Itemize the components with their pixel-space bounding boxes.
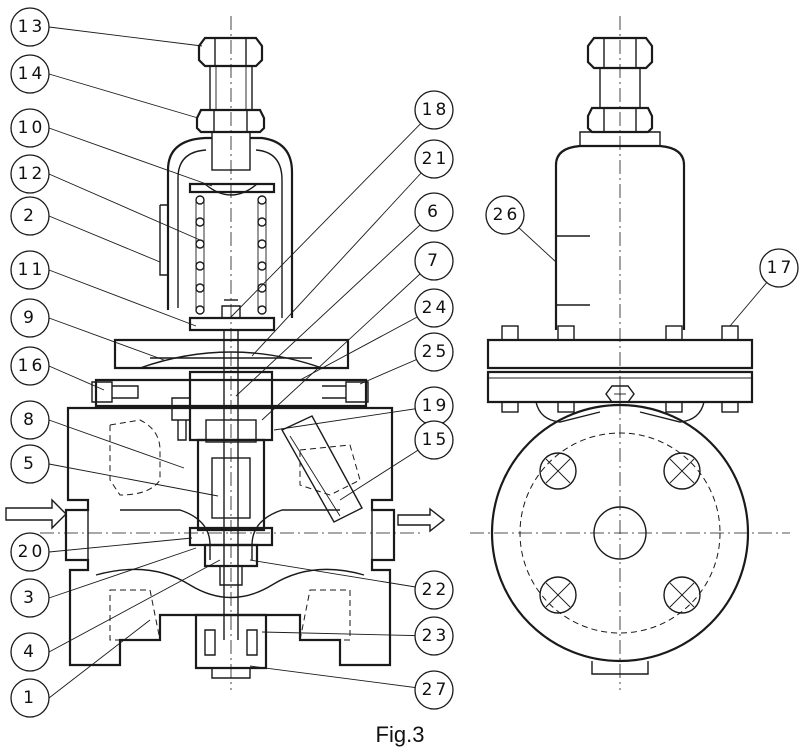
callout-label: 7 xyxy=(427,251,441,271)
callout-label: 6 xyxy=(427,202,441,222)
callout-label: 22 xyxy=(422,580,450,600)
callout-circle xyxy=(485,195,525,235)
callout-7: 7 xyxy=(414,241,454,281)
callout-27: 27 xyxy=(414,670,454,710)
callout-6: 6 xyxy=(414,192,454,232)
callout-16: 16 xyxy=(10,346,50,386)
callout-label: 11 xyxy=(18,260,46,280)
callout-label: 27 xyxy=(422,680,450,700)
callout-13: 13 xyxy=(10,7,50,47)
callout-label: 12 xyxy=(18,164,46,184)
callout-label: 20 xyxy=(18,542,46,562)
callout-bubbles: 13 14 10 12 2 11 9 16 8 5 20 3 4 1 18 21 6 7 24 25 19 15 22 23 2… xyxy=(10,7,799,718)
callout-label: 5 xyxy=(23,454,37,474)
callout-11: 11 xyxy=(10,250,50,290)
callout-19: 19 xyxy=(414,386,454,426)
callout-label: 23 xyxy=(422,626,450,646)
callout-label: 18 xyxy=(422,100,450,120)
callout-circle xyxy=(10,196,50,236)
callout-2: 2 xyxy=(10,196,50,236)
callout-label: 3 xyxy=(23,588,37,608)
callout-circle xyxy=(414,192,454,232)
callout-label: 1 xyxy=(23,688,37,708)
external-view xyxy=(470,16,790,690)
callout-circle xyxy=(414,241,454,281)
callout-circle xyxy=(10,578,50,618)
callout-label: 15 xyxy=(422,430,450,450)
callout-circle xyxy=(10,444,50,484)
callout-3: 3 xyxy=(10,578,50,618)
callout-circle xyxy=(414,139,454,179)
callout-label: 13 xyxy=(18,17,46,37)
callout-9: 9 xyxy=(10,298,50,338)
callout-label: 2 xyxy=(23,206,37,226)
callout-circle xyxy=(10,154,50,194)
callout-18: 18 xyxy=(414,90,454,130)
callout-17: 17 xyxy=(759,248,799,288)
figure-caption: Fig.3 xyxy=(375,722,425,747)
callout-label: 25 xyxy=(422,342,450,362)
callout-circle xyxy=(10,678,50,718)
callout-circle xyxy=(10,108,50,148)
callout-label: 14 xyxy=(18,64,46,84)
callout-label: 4 xyxy=(23,642,37,662)
callout-12: 12 xyxy=(10,154,50,194)
callout-label: 16 xyxy=(18,356,46,376)
callout-26: 26 xyxy=(485,195,525,235)
callout-circle xyxy=(10,346,50,386)
callout-10: 10 xyxy=(10,108,50,148)
callout-4: 4 xyxy=(10,632,50,672)
callout-label: 8 xyxy=(23,410,37,430)
callout-1: 1 xyxy=(10,678,50,718)
callout-20: 20 xyxy=(10,532,50,572)
callout-label: 21 xyxy=(422,149,450,169)
callout-circle xyxy=(414,288,454,328)
callout-24: 24 xyxy=(414,288,454,328)
callout-circle xyxy=(414,616,454,656)
callout-22: 22 xyxy=(414,570,454,610)
callout-15: 15 xyxy=(414,420,454,460)
callout-circle xyxy=(10,54,50,94)
callout-circle xyxy=(414,570,454,610)
callout-label: 24 xyxy=(422,298,450,318)
callout-8: 8 xyxy=(10,400,50,440)
callout-14: 14 xyxy=(10,54,50,94)
callout-label: 26 xyxy=(493,205,521,225)
callout-circle xyxy=(10,532,50,572)
callout-25: 25 xyxy=(414,332,454,372)
callout-circle xyxy=(10,250,50,290)
sectional-view xyxy=(5,16,446,690)
callout-label: 19 xyxy=(422,396,450,416)
callout-circle xyxy=(10,632,50,672)
callout-circle xyxy=(414,670,454,710)
callout-circle xyxy=(10,400,50,440)
callout-circle xyxy=(414,90,454,130)
callout-circle xyxy=(759,248,799,288)
callout-circle xyxy=(414,332,454,372)
callout-circle xyxy=(10,7,50,47)
callout-21: 21 xyxy=(414,139,454,179)
callout-5: 5 xyxy=(10,444,50,484)
callout-circle xyxy=(10,298,50,338)
callout-label: 9 xyxy=(23,308,37,328)
callout-label: 10 xyxy=(18,118,46,138)
callout-circle xyxy=(414,420,454,460)
callout-label: 17 xyxy=(767,258,795,278)
callout-23: 23 xyxy=(414,616,454,656)
